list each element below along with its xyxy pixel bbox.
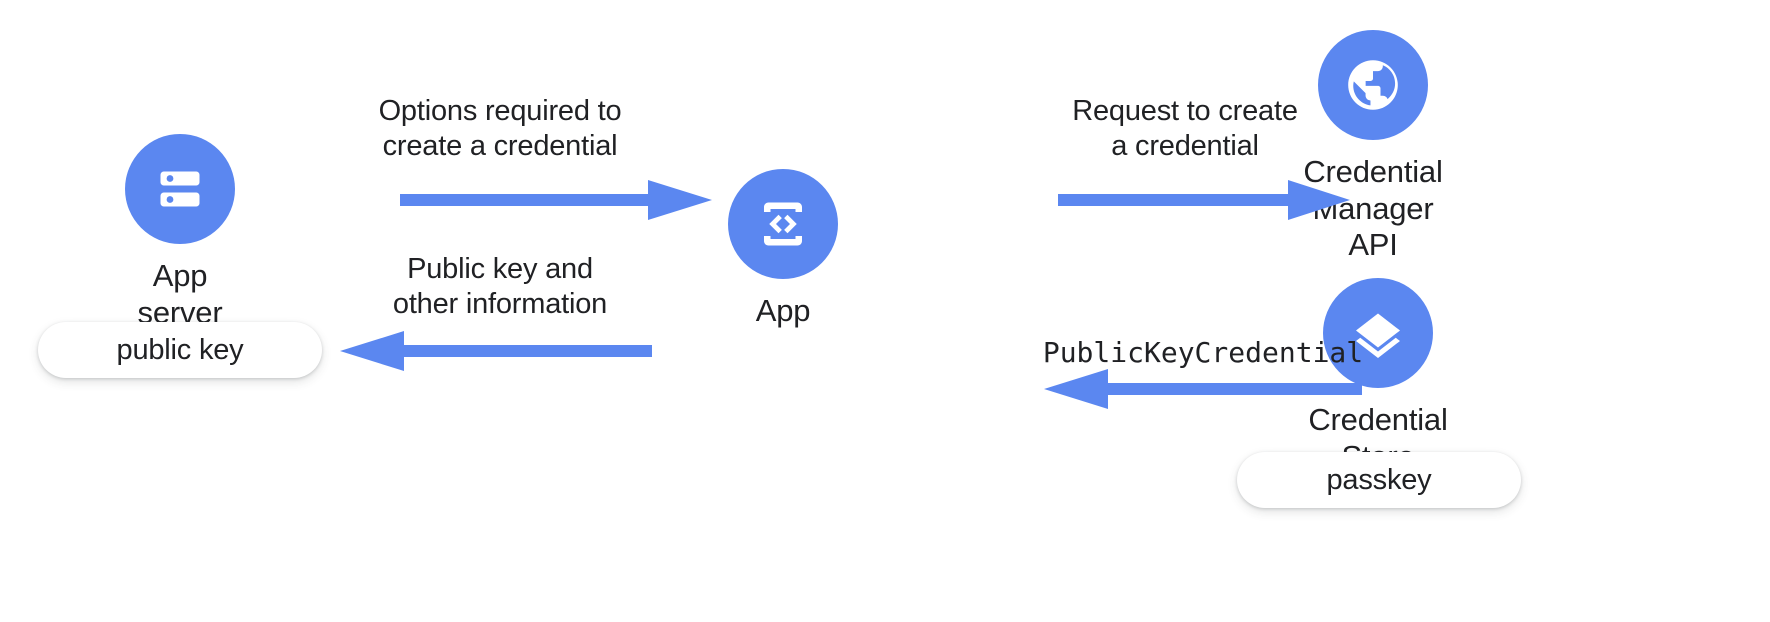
app-device-code-icon <box>728 169 838 279</box>
pill-passkey-label: passkey <box>1326 463 1432 496</box>
pill-public-key-label: public key <box>116 333 244 366</box>
globe-public-icon <box>1318 30 1428 140</box>
edge-label-server-to-app: Options required to create a credential <box>378 95 622 163</box>
node-app: App <box>727 169 839 330</box>
pill-passkey: passkey <box>1237 452 1521 508</box>
arrow-app-to-api <box>1058 178 1358 222</box>
node-app-label: App <box>755 293 811 328</box>
pill-public-key: public key <box>38 322 322 378</box>
arrow-server-to-app <box>400 178 720 222</box>
node-app-server-label: App server <box>137 258 223 330</box>
arrow-api-to-app <box>1032 367 1362 411</box>
edge-label-api-to-app: PublicKeyCredential <box>1042 336 1364 369</box>
node-credential-manager-api: Credential Manager API <box>1303 30 1443 264</box>
layers-icon <box>1323 278 1433 388</box>
node-app-server: App server <box>124 134 236 331</box>
arrow-app-to-server <box>332 329 652 373</box>
edge-label-app-to-server: Public key and other information <box>392 253 608 321</box>
server-icon <box>125 134 235 244</box>
node-credential-store: Credential Store <box>1308 278 1448 475</box>
edge-label-app-to-api: Request to create a credential <box>1072 95 1298 163</box>
